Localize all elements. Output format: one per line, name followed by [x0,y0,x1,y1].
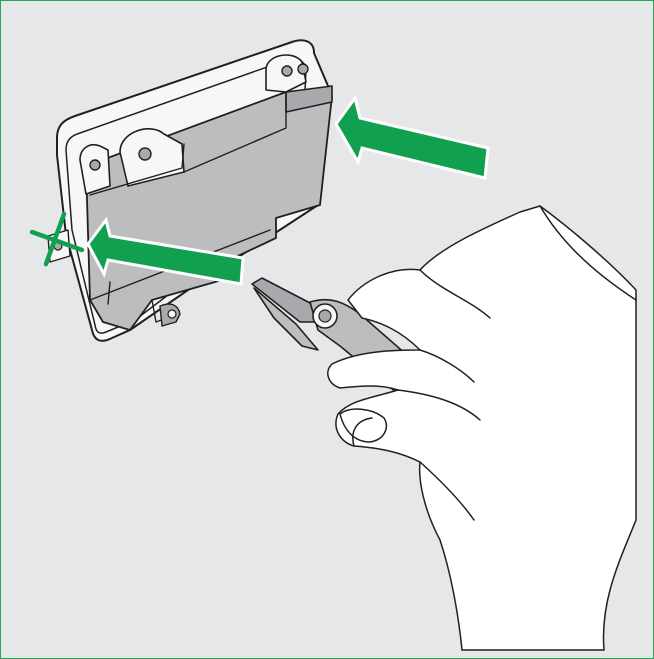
pliers-pivot-inner [319,310,331,322]
module-hole-topright [298,64,308,74]
module-hole-center [139,148,151,160]
module-hole-left [90,160,100,170]
module-hole-top [282,66,292,76]
module-hole-bottom [168,310,176,318]
